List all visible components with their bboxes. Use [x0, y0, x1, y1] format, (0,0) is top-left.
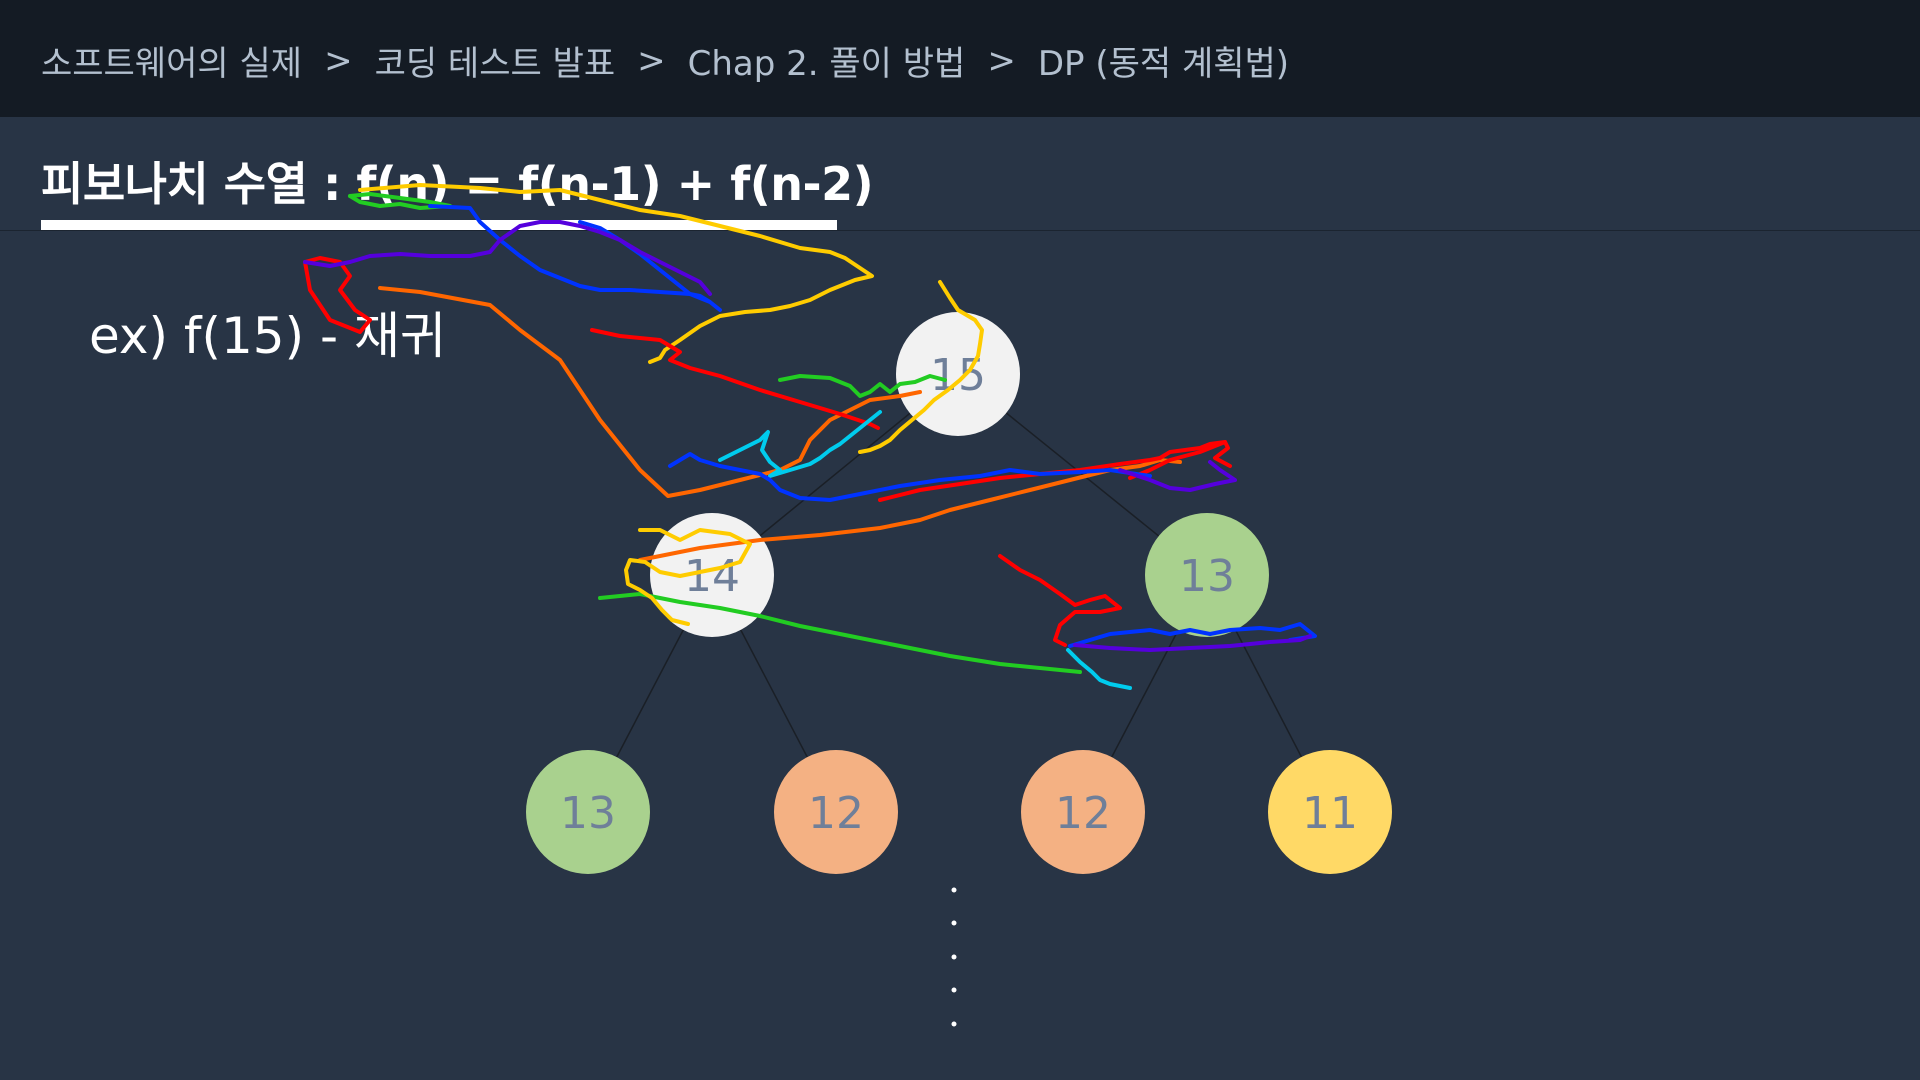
title-underline: [41, 220, 837, 230]
pen-stroke-orange: [378, 286, 922, 498]
breadcrumb-item-chapter[interactable]: Chap 2. 풀이 방법: [687, 44, 966, 84]
node-label: 14: [684, 551, 740, 602]
pen-annotations: [303, 183, 1317, 690]
pen-stroke-blue-3: [1068, 622, 1317, 648]
node-circle: [1145, 513, 1269, 637]
pen-stroke-red-4: [878, 440, 1227, 502]
tree-node-12-right: 12: [1021, 750, 1145, 874]
node-circle: [1021, 750, 1145, 874]
tree-node-13-right: 13: [1145, 513, 1269, 637]
pen-stroke-red: [303, 256, 372, 334]
continuation-dots: [951, 887, 957, 1027]
pen-stroke-blue-2: [668, 452, 1152, 502]
pen-stroke-cyan-2: [1066, 648, 1132, 690]
node-circle: [526, 750, 650, 874]
pen-stroke-purple-3: [1073, 634, 1312, 652]
node-label: 12: [1055, 788, 1111, 839]
continuation-dot: [951, 954, 957, 960]
node-circle: [1268, 750, 1392, 874]
pen-stroke-purple: [303, 220, 712, 296]
breadcrumb-separator: >: [637, 40, 666, 81]
pen-stroke-green-2: [778, 374, 947, 398]
slide-title: 피보나치 수열 : f(n) = f(n-1) + f(n-2): [41, 157, 874, 211]
pen-stroke-purple-2: [1118, 460, 1237, 492]
pen-stroke-cyan: [718, 410, 882, 478]
pen-stroke-yellow-2: [858, 280, 984, 454]
continuation-dot: [951, 887, 957, 893]
breadcrumb-item-dp[interactable]: DP (동적 계획법): [1037, 44, 1290, 84]
continuation-dot: [951, 987, 957, 993]
continuation-dot: [951, 920, 957, 926]
tree-node-12-left: 12: [774, 750, 898, 874]
node-circle: [774, 750, 898, 874]
slide-title-area: 피보나치 수열 : f(n) = f(n-1) + f(n-2): [41, 148, 874, 214]
pen-stroke-red-2: [590, 328, 880, 430]
breadcrumb-separator: >: [987, 40, 1016, 81]
breadcrumb-item-coding-test[interactable]: 코딩 테스트 발표: [374, 44, 616, 84]
content-divider: [0, 230, 1920, 231]
pen-stroke-green-3: [598, 592, 1082, 674]
breadcrumb-item-software[interactable]: 소프트웨어의 실제: [41, 44, 303, 84]
pen-stroke-red-3: [998, 554, 1122, 647]
node-label: 13: [1179, 551, 1235, 602]
breadcrumb: 소프트웨어의 실제 > 코딩 테스트 발표 > Chap 2. 풀이 방법 > …: [41, 36, 1289, 85]
breadcrumb-separator: >: [324, 40, 353, 81]
node-label: 13: [560, 788, 616, 839]
pen-stroke-red-5: [1128, 440, 1232, 480]
continuation-dot: [951, 1021, 957, 1027]
tree-node-13-left: 13: [526, 750, 650, 874]
pen-stroke-yellow-3: [624, 528, 752, 626]
pen-stroke-orange-2: [638, 458, 1182, 562]
top-bar: 소프트웨어의 실제 > 코딩 테스트 발표 > Chap 2. 풀이 방법 > …: [0, 0, 1920, 117]
pen-stroke-blue: [428, 204, 722, 312]
pen-stroke-yellow: [358, 183, 874, 364]
tree-node-11: 11: [1268, 750, 1392, 874]
node-label: 12: [808, 788, 864, 839]
example-label: ex) f(15) - 재귀: [89, 307, 446, 365]
node-label: 11: [1302, 788, 1358, 839]
